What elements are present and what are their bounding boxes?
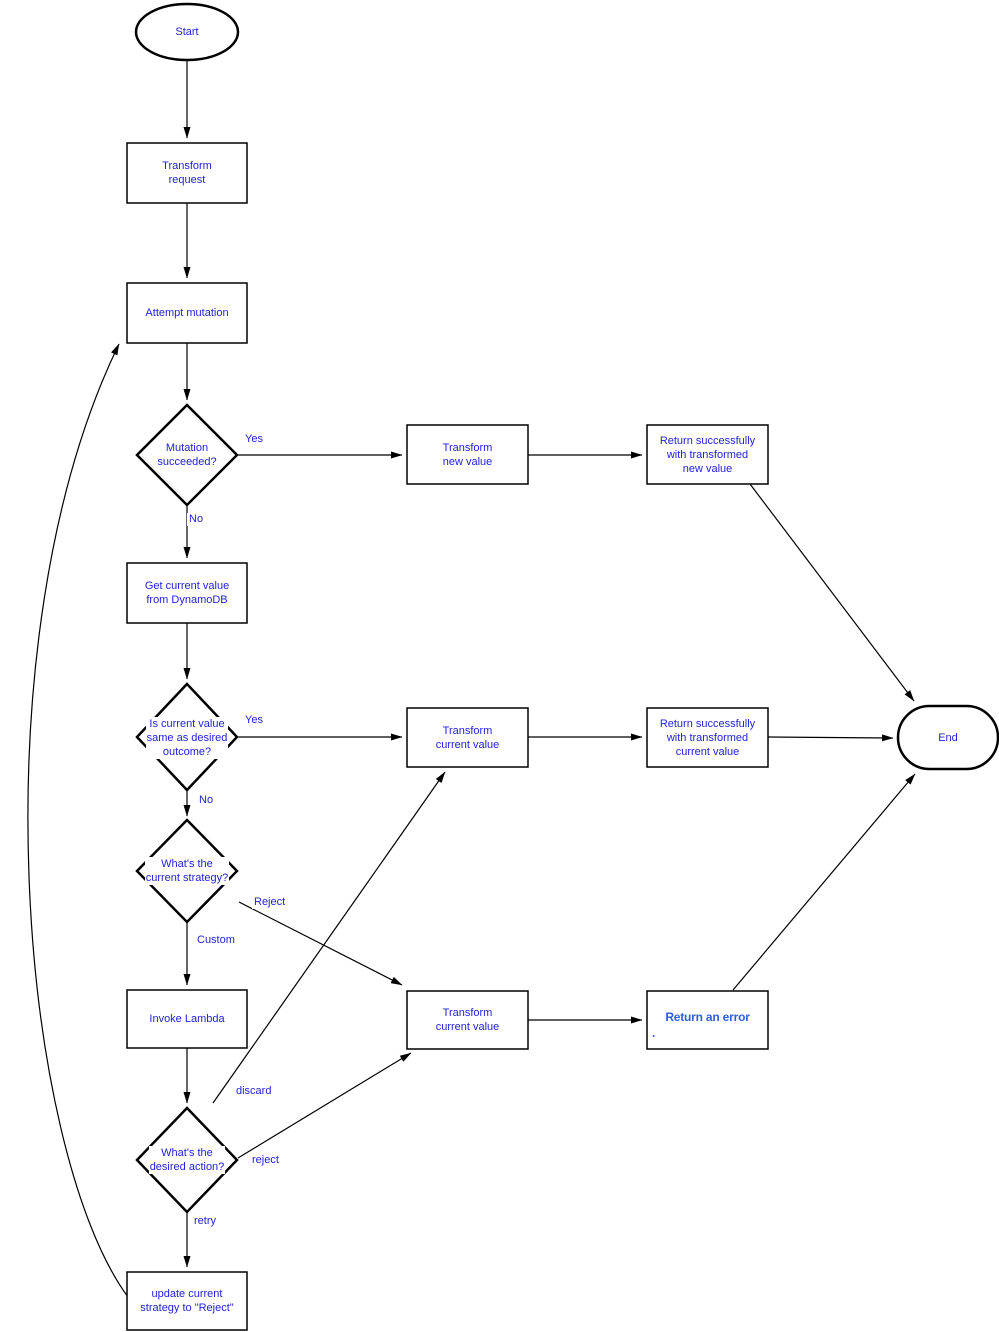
edge-action-reject-to-transform-current-bottom xyxy=(237,1052,412,1159)
is-current-value-same-decision-shape xyxy=(135,682,239,792)
edge-return-success-current-to-end xyxy=(767,734,894,742)
transform-request-node-shape xyxy=(126,142,248,204)
edge-strategy-reject-to-transform-current-bottom xyxy=(238,901,403,986)
get-current-value-node-shape xyxy=(126,562,248,624)
start-node-shape xyxy=(134,2,240,62)
edge-update-strategy-to-attempt-mutation xyxy=(27,343,129,1298)
whats-current-strategy-decision-shape xyxy=(135,818,239,924)
end-node-shape xyxy=(896,704,999,771)
edge-return-success-new-to-end xyxy=(749,483,915,702)
transform-current-value-mid-node-shape xyxy=(406,707,529,768)
update-current-strategy-node-shape xyxy=(126,1271,248,1331)
transform-new-value-node-shape xyxy=(406,424,529,485)
invoke-lambda-node-shape xyxy=(126,989,248,1049)
mutation-succeeded-decision-shape xyxy=(135,403,239,507)
return-an-error-node-shape xyxy=(646,990,769,1050)
return-success-current-value-node-shape xyxy=(646,707,769,768)
transform-current-value-bottom-node-shape xyxy=(406,990,529,1050)
return-success-new-value-node-shape xyxy=(646,424,769,485)
attempt-mutation-node-shape xyxy=(126,282,248,344)
whats-desired-action-decision-shape xyxy=(135,1106,239,1214)
edge-return-error-to-end xyxy=(732,773,916,991)
edge-action-discard-to-transform-current-mid xyxy=(212,771,446,1104)
